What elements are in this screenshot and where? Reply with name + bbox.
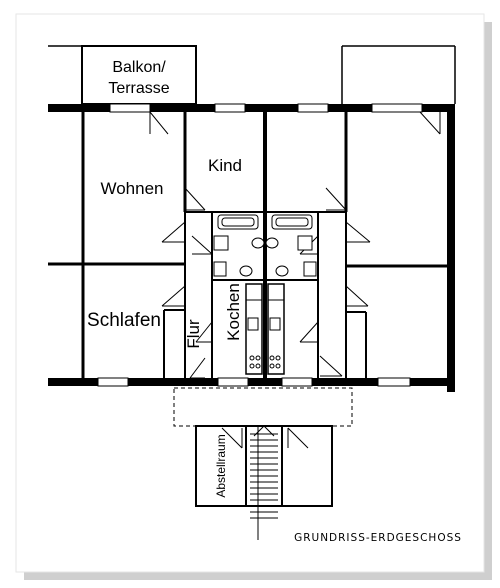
bath-fixtures	[213, 214, 317, 369]
label-storage: Abstellraum	[214, 434, 228, 497]
label-sleeping: Schlafen	[87, 310, 161, 331]
label-child: Kind	[208, 156, 242, 175]
label-kitchen: Kochen	[224, 283, 243, 341]
windows	[97, 103, 423, 387]
label-balcony-line2: Terrasse	[108, 80, 169, 97]
label-balcony-line1: Balkon/	[112, 59, 166, 76]
door-swings	[149, 111, 441, 379]
stair-treads	[250, 425, 278, 519]
stair-door-swings	[221, 427, 309, 449]
label-living: Wohnen	[100, 179, 163, 198]
plan-caption: GRUNDRISS-ERDGESCHOSS	[294, 532, 462, 544]
label-hall: Flur	[184, 319, 203, 349]
